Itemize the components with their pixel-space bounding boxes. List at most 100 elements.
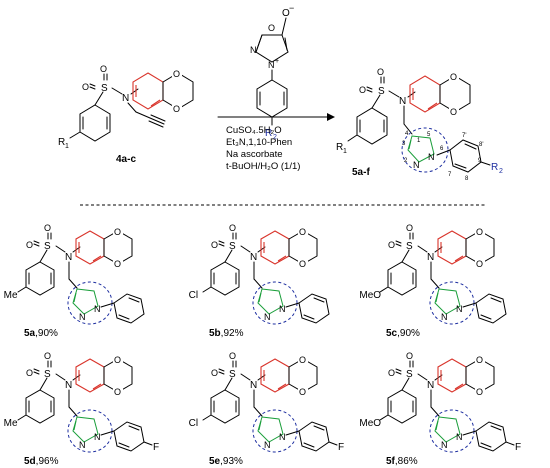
sulfur-label: S [406,369,413,380]
sulfonyl-o-left: O [26,240,33,250]
compound-structure [379,355,507,453]
num-5: 5 [427,132,431,138]
compound-yield: ,92% [221,328,244,339]
sulfonyl-o-top: O [229,223,236,233]
compound-id: 5e [209,456,221,467]
sulfur-label: S [101,83,108,94]
product-pyrazole-n2: N [413,160,420,170]
dioxane-o-bottom: O [299,387,306,397]
compound-label-yield: 5f,86% [386,456,418,467]
sulfonyl-o-left: O [211,240,218,250]
dioxane-o-top: O [299,227,306,237]
sulfur-label: S [44,369,51,380]
sulfonyl-o-top: O [44,223,51,233]
compound-id: 5a [24,328,36,339]
sulfonyl-o-left: O [388,368,395,378]
fluoro-label: F [153,442,159,453]
dioxane-o-top: O [114,227,121,237]
para-substituent-label: MeO [359,418,381,429]
pyrazole-n2-label: N [441,440,448,450]
product-o2: O [359,85,366,95]
para-substituent-label: MeO [359,290,381,301]
reaction-arrow [217,113,335,121]
dioxane-o-bottom: O [476,259,483,269]
condition-catalyst: CuSO₄.5H₂O [226,125,282,136]
sulfonyl-o1: O [100,64,107,74]
reactant-aryl-ring [79,104,111,142]
reactant-4a-c: R 1 S O O N O O 4a-c [58,64,194,165]
nitrogen-label: N [65,252,72,263]
product-sulfur: S [378,86,385,97]
product-pyrazole-ring [407,135,435,163]
ring-n-label: N [250,45,257,55]
dioxane-o-bottom: O [114,259,121,269]
num-2: 2 [404,158,408,164]
product-benzodioxane-benzene [409,75,441,113]
num-3: 3 [402,141,406,147]
sulfonyl-o-left: O [26,368,33,378]
num-7: 7 [448,172,452,178]
compound-id: 5b [209,328,221,339]
compound-id: 5d [24,456,36,467]
product-r2-subscript: 2 [499,168,503,175]
nitrogen-label: N [427,380,434,391]
product-nitrogen: N [399,96,406,107]
sulfur-label: S [406,241,413,252]
r1-subscript: 1 [65,143,69,150]
nitrogen-label: N [427,252,434,263]
condition-base-ligand: Et₃N,1,10-Phen [226,137,292,148]
sulfonyl-o-top: O [406,351,413,361]
compound-label-yield: 5c,90% [386,328,420,339]
product-r2-label: R [491,162,498,173]
compound-structure [17,355,145,453]
compound-label-yield: 5e,93% [209,456,243,467]
sulfur-label: S [229,241,236,252]
compound-yield: ,93% [220,456,243,467]
dioxane-o-top: O [476,227,483,237]
r1-label: R [58,137,65,148]
pyrazole-n1-label: N [456,304,463,314]
benzodioxane-benzene [132,72,164,110]
pyrazole-n2-label: N [79,440,86,450]
pyrazole-n2-label: N [441,312,448,322]
ring-n-plus-label: N [268,60,275,70]
product-dioxane-o-top: O [450,72,457,82]
minus-charge: − [289,3,294,13]
sulfonyl-o-left: O [388,240,395,250]
num-8p: 8' [479,142,483,148]
ring-o-label: O [268,23,275,33]
sulfur-label: S [44,241,51,252]
num-9: 9 [478,158,482,164]
reagent-phenyl [256,79,288,118]
sulfur-label: S [229,369,236,380]
nitrogen-label: N [250,252,257,263]
dioxane-o-top: O [476,355,483,365]
compound-yield: ,90% [35,328,58,339]
dioxane-o-bottom: O [299,259,306,269]
pyrazole-n1-label: N [94,432,101,442]
compound-structure [17,227,145,325]
para-substituent-label: Me [4,418,18,429]
product-5a-f: R 1 S O O N O O N N 1 2 3 4 5 6 [336,67,503,182]
pyrazole-n2-label: N [264,440,271,450]
compound-label-yield: 5b,92% [209,328,244,339]
para-substituent-label: Me [4,290,18,301]
sulfonyl-o-top: O [229,351,236,361]
para-substituent-label: Cl [189,418,198,429]
num-6: 6 [440,146,444,152]
pyrazole-n1-label: N [456,432,463,442]
num-8: 8 [465,176,469,182]
dioxane-o-bottom: O [476,387,483,397]
product-r1-label: R [336,142,343,153]
r2-subscript: 2 [273,134,277,141]
exo-o-bond [281,17,287,36]
condition-solvent: t-BuOH/H₂O (1/1) [226,161,300,172]
product-pyrazole-n1: N [428,152,435,162]
fluoro-bond [328,441,338,446]
